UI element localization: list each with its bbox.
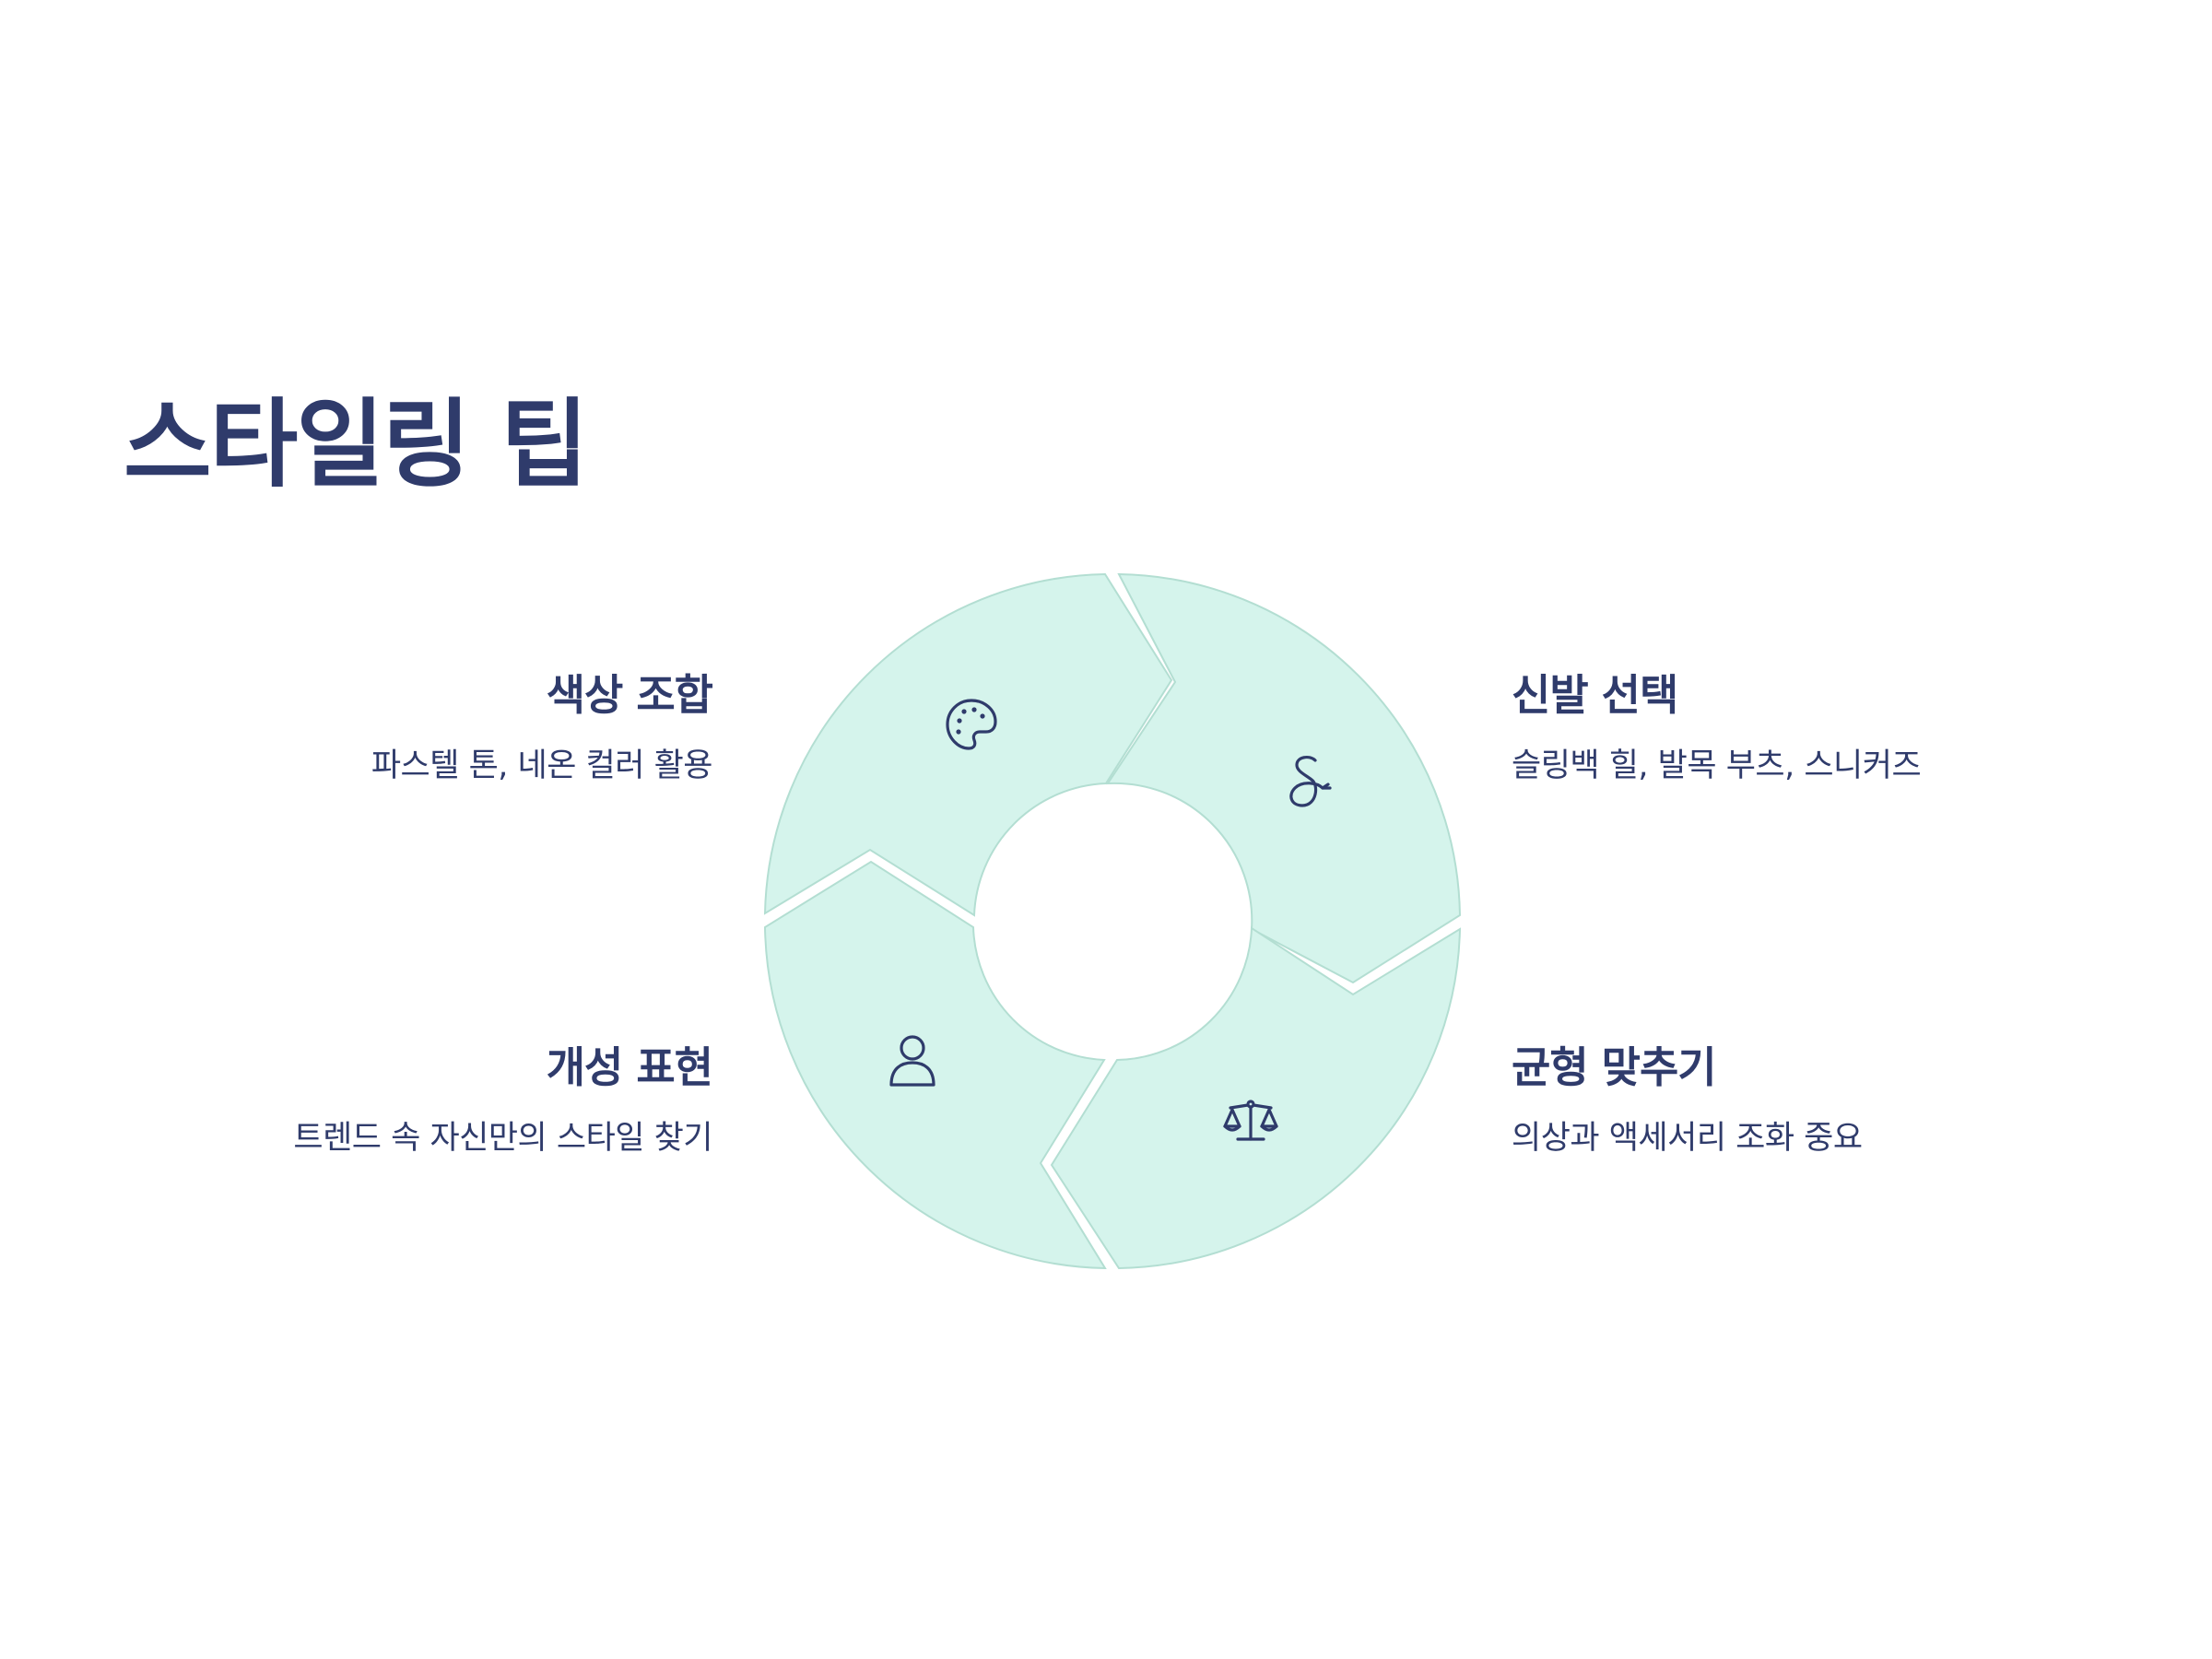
- person-icon: [889, 1035, 935, 1087]
- step-balance: 균형 맞추기 의상과 액세서리 조화 중요: [1512, 1042, 1863, 1158]
- cycle-segment-color-combo: [763, 572, 1173, 917]
- cycle-segment-shoe-choice: [1106, 572, 1462, 984]
- step-personality: 개성 표현 트렌드 속 자신만의 스타일 찾기: [293, 1042, 713, 1158]
- step-title: 신발 선택: [1512, 670, 1678, 720]
- palette-icon: [946, 699, 997, 750]
- cycle-segment-balance: [1050, 926, 1462, 1270]
- step-description: 트렌드 속 자신만의 스타일 찾기: [293, 1120, 712, 1158]
- step-description: 슬링백 힐, 발목 부츠, 스니커즈: [1512, 747, 1922, 785]
- page-title: 스타일링 팁: [124, 388, 589, 500]
- cycle-segment-personality: [763, 860, 1107, 1270]
- step-color-combo: 색상 조합 파스텔 톤, 네온 컬러 활용: [371, 670, 713, 785]
- balance-scale-icon: [1223, 1100, 1278, 1141]
- step-title: 색상 조합: [546, 670, 713, 720]
- step-shoe-choice: 신발 선택 슬링백 힐, 발목 부츠, 스니커즈: [1512, 670, 1922, 785]
- step-title: 균형 맞추기: [1512, 1042, 1717, 1092]
- step-description: 파스텔 톤, 네온 컬러 활용: [371, 747, 713, 785]
- step-title: 개성 표현: [546, 1042, 713, 1092]
- shoe-icon: [1289, 755, 1332, 807]
- step-description: 의상과 액세서리 조화 중요: [1512, 1120, 1863, 1158]
